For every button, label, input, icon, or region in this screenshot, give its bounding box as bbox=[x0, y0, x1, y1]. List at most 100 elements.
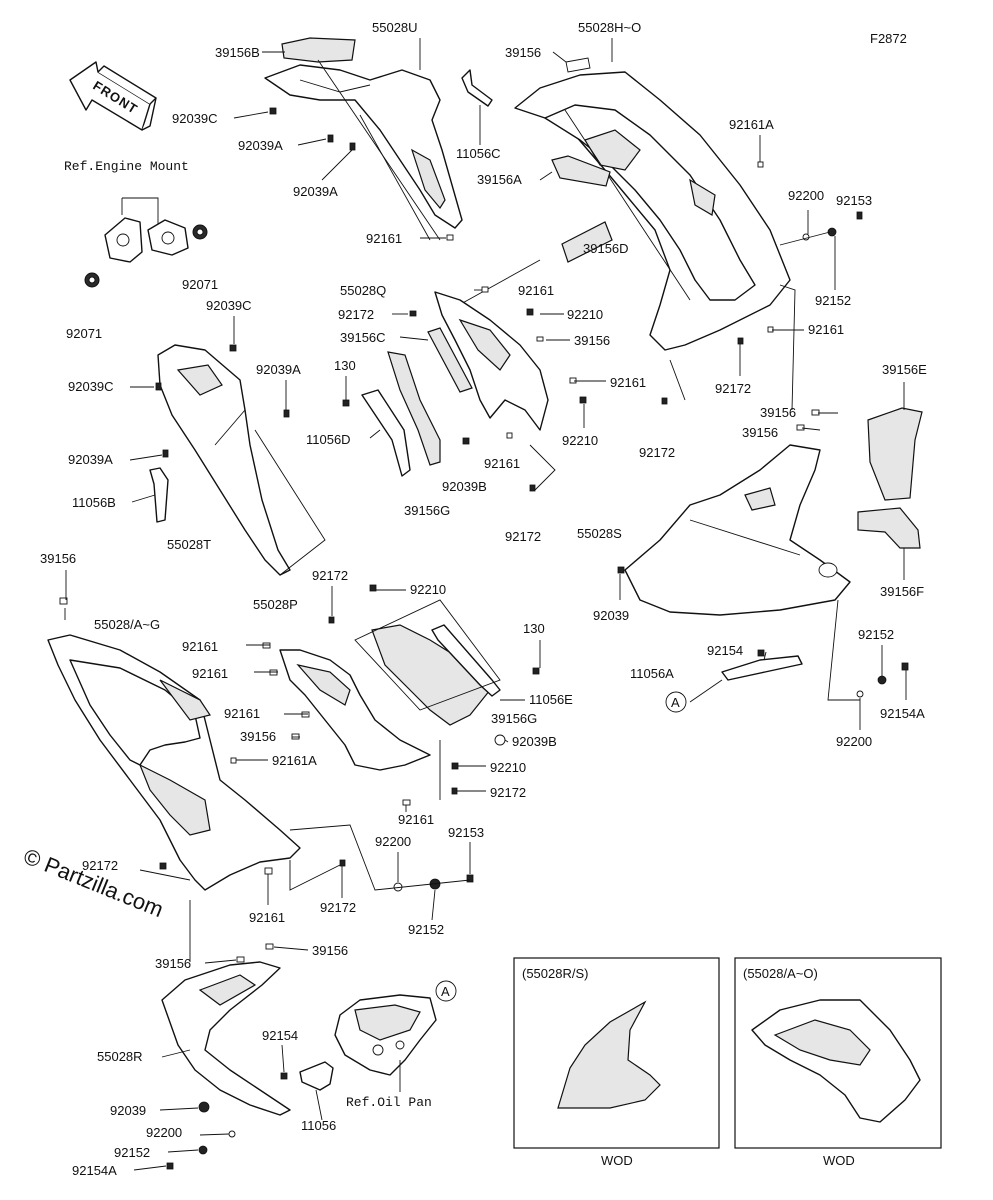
label-92153-low: 92153 bbox=[448, 825, 484, 840]
fastener-92039a-a bbox=[327, 134, 334, 143]
label-39156g-b: 39156G bbox=[491, 711, 537, 726]
label-11056a: 11056A bbox=[630, 666, 674, 681]
label-92172-d: 92172 bbox=[715, 381, 751, 396]
bolt-92154a-bot bbox=[166, 1162, 174, 1170]
fastener-92172-c bbox=[529, 484, 536, 492]
nut-92210-b bbox=[579, 396, 587, 404]
oil-pan-ref bbox=[334, 994, 437, 1092]
fastener-92172-e bbox=[159, 862, 167, 870]
bolt-92154-a bbox=[757, 649, 765, 657]
label-92154a-a: 92154A bbox=[880, 706, 925, 721]
pad-39156a bbox=[551, 155, 611, 187]
fastener-92172-d bbox=[737, 337, 744, 345]
clip-39156-mid bbox=[536, 336, 544, 342]
callout-a-lower bbox=[435, 980, 457, 1002]
label-11056: 11056 bbox=[301, 1118, 336, 1133]
leader-lines bbox=[65, 38, 907, 1171]
front-arrow-icon: FRONT bbox=[69, 61, 157, 131]
label-39156d: 39156D bbox=[583, 241, 629, 256]
label-11056e: 11056E bbox=[529, 692, 573, 707]
label-92210-a: 92210 bbox=[567, 307, 603, 322]
bracket-11056d bbox=[361, 389, 411, 477]
label-92200-low: 92200 bbox=[375, 834, 411, 849]
label-55028t: 55028T bbox=[167, 537, 211, 552]
label-11056b: 11056B bbox=[72, 495, 116, 510]
label-39156c: 39156C bbox=[340, 330, 386, 345]
bracket-11056a bbox=[721, 655, 803, 681]
label-130-a: 130 bbox=[334, 358, 356, 373]
label-92210-d: 92210 bbox=[490, 760, 526, 775]
figure-code: F2872 bbox=[870, 31, 907, 46]
nut-92152-b bbox=[877, 675, 887, 685]
label-92161-right: 92161 bbox=[808, 322, 844, 337]
nut-92210-c bbox=[369, 584, 377, 592]
label-92154a-bot: 92154A bbox=[72, 1163, 117, 1178]
label-92161-h: 92161 bbox=[398, 812, 434, 827]
label-92039c-b: 92039C bbox=[206, 298, 252, 313]
inset-55028r-s: (55028R/S) WOD bbox=[513, 957, 720, 1168]
inset-55028a-o-caption: WOD bbox=[823, 1153, 855, 1168]
fastener-92172-a bbox=[409, 310, 417, 317]
label-55028a-g: 55028/A~G bbox=[94, 617, 160, 632]
label-39156-r2: 39156 bbox=[742, 425, 778, 440]
callout-a-upper bbox=[665, 691, 687, 713]
inner-panel-55028p bbox=[279, 649, 431, 771]
bolt-92154a-a bbox=[901, 662, 909, 671]
label-11056d: 11056D bbox=[306, 432, 351, 447]
clip-39156-left bbox=[59, 597, 68, 605]
label-92172-h: 92172 bbox=[320, 900, 356, 915]
label-92152-bot: 92152 bbox=[114, 1145, 150, 1160]
label-92039-a: 92039 bbox=[593, 608, 629, 623]
label-92161-b: 92161 bbox=[518, 283, 554, 298]
label-92172-g: 92172 bbox=[82, 858, 118, 873]
bracket-11056 bbox=[299, 1061, 334, 1091]
nut-92152-top bbox=[827, 227, 837, 237]
side-fairing-55028a-g bbox=[47, 634, 301, 891]
label-92161-a: 92161 bbox=[366, 231, 402, 246]
label-55028h-o: 55028H~O bbox=[578, 20, 641, 35]
label-55028p: 55028P bbox=[253, 597, 298, 612]
label-92152-b: 92152 bbox=[858, 627, 894, 642]
ref-engine-mount-label: Ref.Engine Mount bbox=[64, 159, 189, 174]
label-92154-a: 92154 bbox=[707, 643, 743, 658]
label-92172-b: 92172 bbox=[639, 445, 675, 460]
screw-130-a bbox=[342, 399, 350, 407]
label-92071-a: 92071 bbox=[182, 277, 218, 292]
pad-39156f bbox=[857, 507, 921, 549]
label-92161a-top: 92161A bbox=[729, 117, 774, 132]
callout-a-upper-letter: A bbox=[671, 695, 680, 710]
label-55028s: 55028S bbox=[577, 526, 622, 541]
label-92039c-a: 92039C bbox=[172, 111, 218, 126]
fastener-92161a-top bbox=[757, 161, 764, 168]
bolt-92153-top bbox=[856, 211, 863, 220]
label-130-b: 130 bbox=[523, 621, 545, 636]
nut-92210-a bbox=[526, 308, 534, 316]
label-39156-low: 39156 bbox=[240, 729, 276, 744]
label-39156-top: 39156 bbox=[505, 45, 541, 60]
fastener-92039a-d bbox=[162, 449, 169, 458]
fastener-92039c-c bbox=[155, 382, 162, 391]
label-55028q: 55028Q bbox=[340, 283, 386, 298]
label-92161-f: 92161 bbox=[192, 666, 228, 681]
clip-39156-r2 bbox=[796, 424, 805, 431]
label-92039-b: 92039 bbox=[110, 1103, 146, 1118]
label-55028u: 55028U bbox=[372, 20, 418, 35]
label-92161-i: 92161 bbox=[249, 910, 285, 925]
label-39156e: 39156E bbox=[882, 362, 927, 377]
clip-92161-b bbox=[481, 286, 489, 293]
fastener-92039a-b bbox=[349, 142, 356, 151]
clip-92161-f bbox=[269, 669, 278, 676]
clip-39156-b1 bbox=[236, 956, 245, 963]
label-39156f: 39156F bbox=[880, 584, 924, 599]
inner-panel-55028u bbox=[264, 64, 463, 229]
main-fairing-55028h-o bbox=[514, 71, 791, 351]
clip-39156-b2 bbox=[265, 943, 274, 950]
fastener-92172-b bbox=[661, 397, 668, 405]
label-92200-bot: 92200 bbox=[146, 1125, 182, 1140]
label-92172-e: 92172 bbox=[312, 568, 348, 583]
pad-39156-top bbox=[565, 57, 591, 73]
fastener-92039a-c bbox=[283, 409, 290, 418]
label-39156-mid: 39156 bbox=[574, 333, 610, 348]
pad-39156b bbox=[281, 37, 356, 63]
